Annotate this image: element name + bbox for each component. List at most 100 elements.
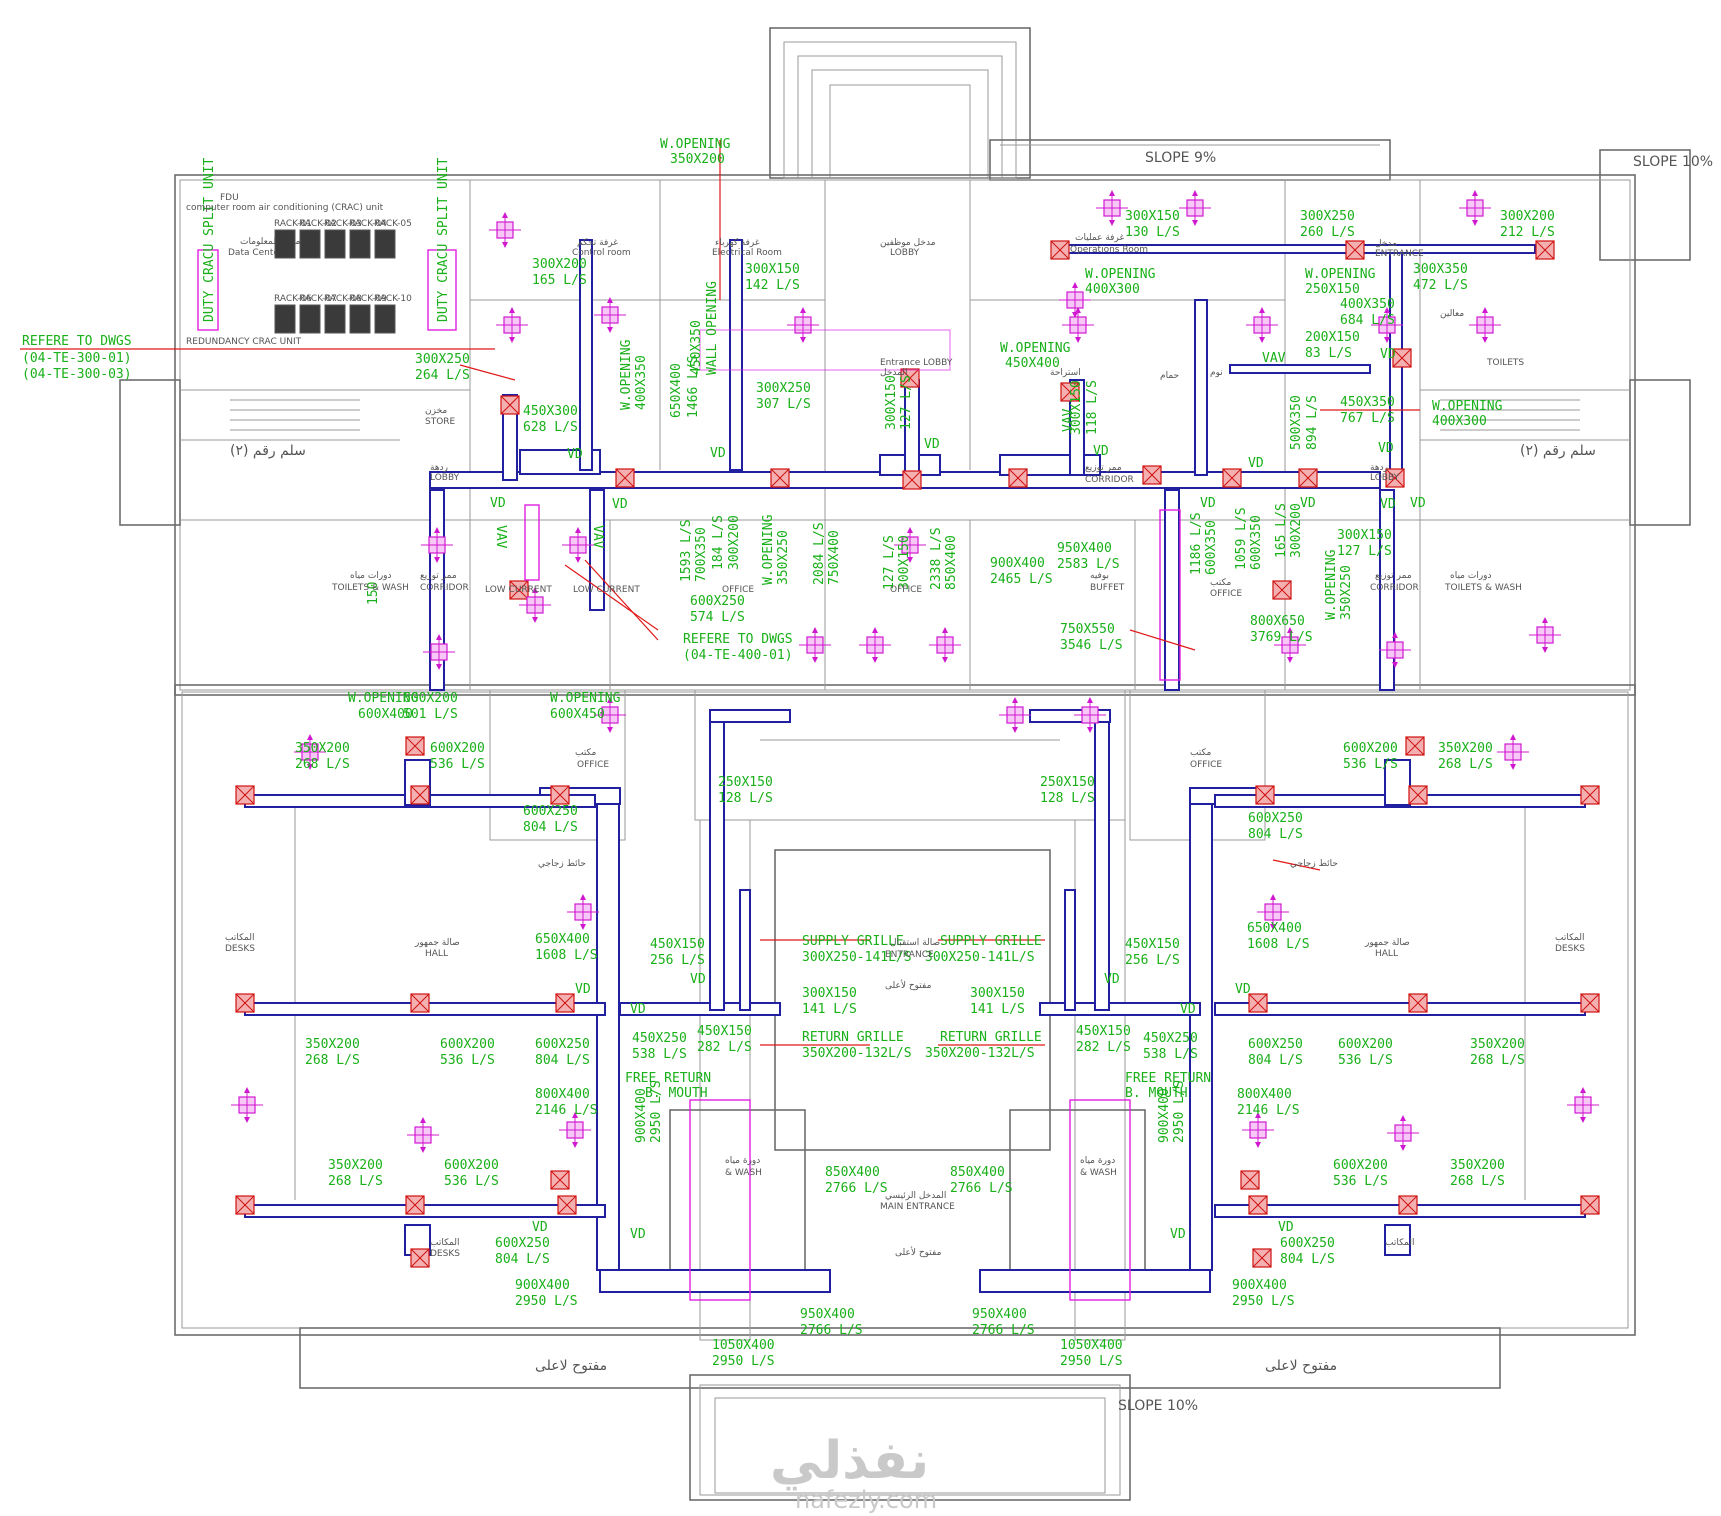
rack-label: RACK-06 bbox=[274, 294, 312, 304]
duct-size: 450X250 bbox=[632, 1031, 687, 1046]
supply-diffuser-icon bbox=[550, 785, 570, 805]
entrance-top: ENTRANCE bbox=[1375, 249, 1424, 259]
rack-unit bbox=[349, 304, 371, 334]
rack-unit bbox=[299, 229, 321, 259]
duct-flow: 804 L/S bbox=[1248, 827, 1303, 842]
return-diffuser-icon bbox=[999, 697, 1031, 733]
low-current-right: LOW CURRENT bbox=[573, 585, 640, 595]
duct-flow: 536 L/S bbox=[430, 757, 485, 772]
return-diffuser-icon bbox=[423, 634, 455, 670]
vd-label: VD bbox=[1378, 441, 1394, 456]
main-entrance: MAIN ENTRANCE bbox=[880, 1202, 955, 1212]
vertical-duct-tag: W.OPENING bbox=[761, 514, 776, 585]
return-grille-right-value: 350X200-132L/S bbox=[925, 1046, 1035, 1061]
duct-flow: 472 L/S bbox=[1413, 278, 1468, 293]
watermark-arabic: نفذلي bbox=[770, 1431, 929, 1491]
supply-diffuser-icon bbox=[1222, 468, 1242, 488]
supply-grille-right-value: 300X250-141L/S bbox=[925, 950, 1035, 965]
opening-label: W.OPENING bbox=[1000, 341, 1071, 356]
supply-diffuser-icon bbox=[1405, 736, 1425, 756]
vd-label: VD bbox=[630, 1227, 646, 1242]
duct-flow: 2766 L/S bbox=[972, 1323, 1035, 1338]
duct-flow: 268 L/S bbox=[328, 1174, 383, 1189]
supply-diffuser-icon bbox=[1298, 468, 1318, 488]
wc-left-ar: دورة مياه bbox=[725, 1156, 760, 1166]
supply-diffuser-icon bbox=[1580, 993, 1600, 1013]
duct-flow: 260 L/S bbox=[1300, 225, 1355, 240]
vertical-duct-tag: 2950 L/S bbox=[649, 1080, 664, 1143]
open-bottom-right: مفتوح لاعلى bbox=[1265, 1358, 1337, 1374]
free-return-right: FREE RETURN bbox=[1125, 1071, 1211, 1086]
duct-flow: 804 L/S bbox=[523, 820, 578, 835]
office-mid-2: OFFICE bbox=[890, 585, 922, 595]
fdu-label: FDU bbox=[220, 193, 239, 203]
corridor-left-ar: ممر توزيع bbox=[420, 571, 457, 581]
duct-flow: 127 L/S bbox=[1337, 544, 1392, 559]
duct-size: 600X250 bbox=[523, 804, 578, 819]
grille-labels: SUPPLY GRILLE 300X250-141L/S SUPPLY GRIL… bbox=[625, 934, 1211, 1101]
entrance-lobby: Entrance LOBBY bbox=[880, 358, 953, 368]
supply-diffuser-icon bbox=[1385, 468, 1405, 488]
buffet: BUFFET bbox=[1090, 583, 1125, 593]
supply-diffuser-icon bbox=[1008, 468, 1028, 488]
watermark: نفذلي nafezly.com bbox=[770, 1431, 937, 1514]
toilets-left: TOILETS & WASH bbox=[331, 583, 409, 593]
supply-diffuser-icon bbox=[1255, 785, 1275, 805]
opening-size: 450X400 bbox=[1005, 356, 1060, 371]
supply-grille-right: SUPPLY GRILLE bbox=[940, 934, 1042, 949]
duct-flow: 804 L/S bbox=[1280, 1252, 1335, 1267]
ref-code-1b: (04-TE-300-03) bbox=[22, 367, 132, 382]
duct-size: 450X150 bbox=[697, 1024, 752, 1039]
split-unit-2: DUTY CRACU SPLIT UNIT bbox=[436, 157, 451, 322]
vertical-duct-tag: 1466 L/S bbox=[686, 355, 701, 418]
return-diffuser-icon bbox=[231, 1087, 263, 1123]
desks-left-ar: المكاتب bbox=[225, 933, 255, 943]
vertical-duct-tag: 300X200 bbox=[727, 515, 742, 570]
supply-diffuser-icon bbox=[235, 785, 255, 805]
split-units: DUTY CRACU SPLIT UNIT DUTY CRACU SPLIT U… bbox=[202, 157, 451, 322]
vertical-duct-tag: 184 L/S bbox=[711, 515, 726, 570]
duct-flow: 2950 L/S bbox=[515, 1294, 578, 1309]
duct-size: 400X350 bbox=[1340, 297, 1395, 312]
rack-label: RACK-05 bbox=[374, 219, 412, 229]
wc-left: & WASH bbox=[725, 1168, 762, 1178]
supply-diffuser-icon bbox=[235, 993, 255, 1013]
duct-size: 600X200 bbox=[403, 691, 458, 706]
duct-size: 300X150 bbox=[1125, 209, 1180, 224]
vav-label: VAV bbox=[1061, 408, 1076, 432]
opening-label: W.OPENING bbox=[348, 691, 419, 706]
vav-label: VAV bbox=[493, 525, 508, 549]
duct-flow: 536 L/S bbox=[444, 1174, 499, 1189]
duct-size: 300X250 bbox=[415, 352, 470, 367]
desks-bottom-left: DESKS bbox=[430, 1249, 460, 1259]
opening-size: 400X300 bbox=[1085, 282, 1140, 297]
duct-flow: 282 L/S bbox=[697, 1040, 752, 1055]
duct-size: 300X250 bbox=[1300, 209, 1355, 224]
supply-diffuser-icon bbox=[405, 736, 425, 756]
vd-label: VD bbox=[1410, 496, 1426, 511]
duct-size: 900X400 bbox=[1232, 1278, 1287, 1293]
duct-size: 300X200 bbox=[1500, 209, 1555, 224]
rack-label: RACK-10 bbox=[374, 294, 412, 304]
reception: ENTRANCE bbox=[885, 950, 934, 960]
vertical-duct-tag: 1593 L/S bbox=[679, 519, 694, 582]
duct-flow: 2950 L/S bbox=[1232, 1294, 1295, 1309]
ref-code-1a: (04-TE-300-01) bbox=[22, 351, 132, 366]
supply-diffuser-icon bbox=[1408, 785, 1428, 805]
duct-size: 450X150 bbox=[1125, 937, 1180, 952]
vertical-duct-tag: 2084 L/S bbox=[812, 522, 827, 585]
duct-size: 300X150 bbox=[745, 262, 800, 277]
opening-size: 350X200 bbox=[670, 152, 725, 167]
vertical-duct-tag: 1186 L/S bbox=[1189, 512, 1204, 575]
supply-diffuser-icon bbox=[410, 785, 430, 805]
